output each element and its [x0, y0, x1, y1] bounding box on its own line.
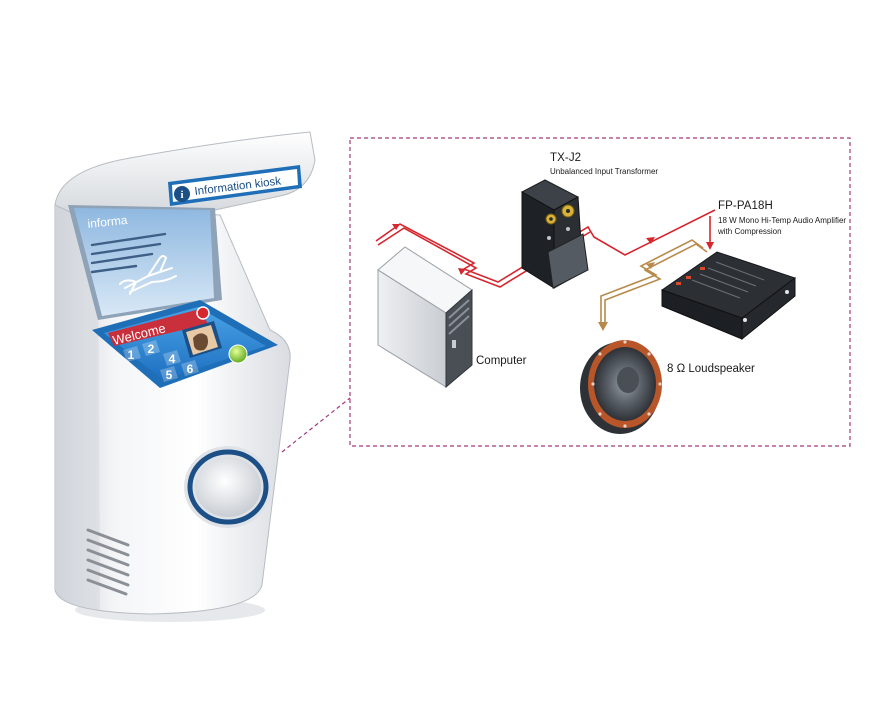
kiosk-header-banner: i Information kiosk	[168, 165, 302, 206]
arrow-head	[392, 224, 655, 275]
green-ok-button[interactable]	[228, 344, 248, 364]
fp-pa18h-amplifier	[660, 251, 797, 341]
amplifier-model-label: FP-PA18H	[718, 200, 773, 212]
svg-text:4: 4	[169, 352, 176, 366]
key-5[interactable]: 5	[160, 366, 178, 382]
key-4[interactable]: 4	[163, 350, 181, 366]
key-2[interactable]: 2	[142, 340, 160, 356]
svg-text:1: 1	[128, 348, 135, 362]
loudspeaker	[580, 340, 662, 434]
keypad: 1 2 4 5 6	[123, 340, 199, 382]
amplifier-description-line1: 18 W Mono Hi-Temp Audio Amplifier	[718, 216, 847, 225]
speaker-path	[600, 239, 708, 326]
key-1[interactable]: 1	[123, 346, 141, 362]
key-6[interactable]: 6	[181, 360, 199, 376]
portrait-image	[182, 321, 222, 358]
callout-box	[349, 137, 851, 447]
arrow-head	[706, 242, 714, 250]
arrow-head	[646, 262, 655, 269]
amplifier-description-line2: with Compression	[718, 227, 782, 236]
info-screen	[74, 208, 214, 316]
rca-jack-icon	[545, 213, 557, 225]
information-kiosk: i Information kiosk informa Welcome	[54, 131, 316, 622]
transformer-description-label: Unbalanced Input Transformer	[550, 167, 659, 176]
svg-text:5: 5	[166, 368, 173, 382]
svg-text:2: 2	[148, 342, 155, 356]
svg-text:i: i	[180, 189, 183, 201]
tx-j2-transformer	[520, 179, 589, 289]
screen-heading: informa	[87, 213, 129, 231]
vent-grille	[86, 528, 130, 596]
rca-jack-icon	[561, 204, 575, 218]
computer-label: Computer	[476, 355, 527, 367]
speaker-label: 8 Ω Loudspeaker	[667, 363, 755, 375]
callout-leader	[281, 397, 351, 453]
transformer-model-label: TX-J2	[550, 152, 582, 164]
info-icon	[174, 186, 190, 202]
touch-hand-icon	[119, 255, 177, 295]
computer-tower	[377, 246, 473, 389]
arrow-head	[598, 322, 608, 331]
round-button[interactable]	[184, 446, 272, 528]
welcome-info-icon	[196, 306, 210, 320]
signal-path-red	[375, 209, 716, 288]
svg-text:6: 6	[187, 362, 194, 376]
